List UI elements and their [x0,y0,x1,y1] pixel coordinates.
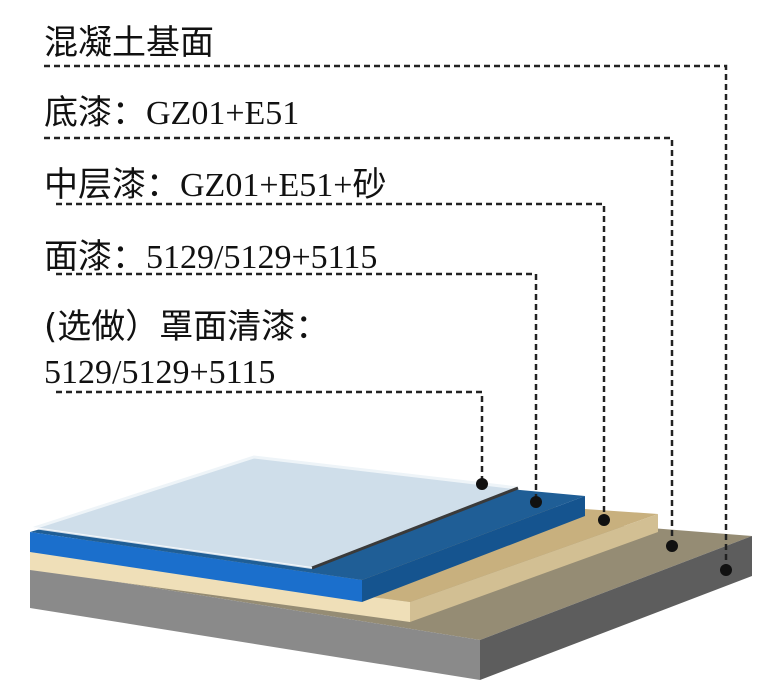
concrete-base-side [480,536,752,680]
middle-coat-side [410,514,658,622]
leader-dot-clear [476,478,488,490]
middle-coat-front [30,552,410,622]
label-middle-name: 中层漆： [44,165,180,205]
concrete-base-front [30,568,480,680]
leader-dot-concrete [720,564,732,576]
leader-line-top [56,272,538,502]
leader-dot-primer [666,540,678,552]
leader-dot-top [530,496,542,508]
leader-dot-middle [598,514,610,526]
label-primer-name: 底漆： [44,93,146,133]
leader-line-clear [56,390,484,484]
top-coat-front [30,532,362,602]
label-clear-name: (选做）罩面清漆： [44,307,330,347]
label-primer-code: GZ01+E51 [146,95,300,132]
clear-coat-left-edge [33,527,313,569]
label-primer: 底漆：GZ01+E51 [44,96,299,131]
leader-line-primer [44,136,674,546]
top-coat-side [362,496,585,602]
label-middle-tail: 砂 [352,165,387,205]
label-top-coat: 面漆：5129/5129+5115 [44,240,377,275]
clear-coat-front-edge [311,486,519,570]
leader-line-concrete [44,64,728,570]
label-top-code: 5129/5129+5115 [146,239,378,276]
clear-coat-edge-highlight [33,455,519,530]
label-concrete-base-text: 混凝土基面 [44,23,214,63]
label-clear-coat: (选做）罩面清漆： [44,310,329,344]
label-clear-coat-code: 5129/5129+5115 [44,356,275,390]
label-top-name: 面漆： [44,237,146,277]
label-clear-code: 5129/5129+5115 [44,354,276,391]
label-middle-code: GZ01+E51+ [180,167,353,204]
label-middle-coat: 中层漆：GZ01+E51+砂 [44,168,386,203]
label-concrete-base: 混凝土基面 [44,26,214,60]
leader-line-middle [56,202,606,520]
clear-coat-top [34,457,518,568]
